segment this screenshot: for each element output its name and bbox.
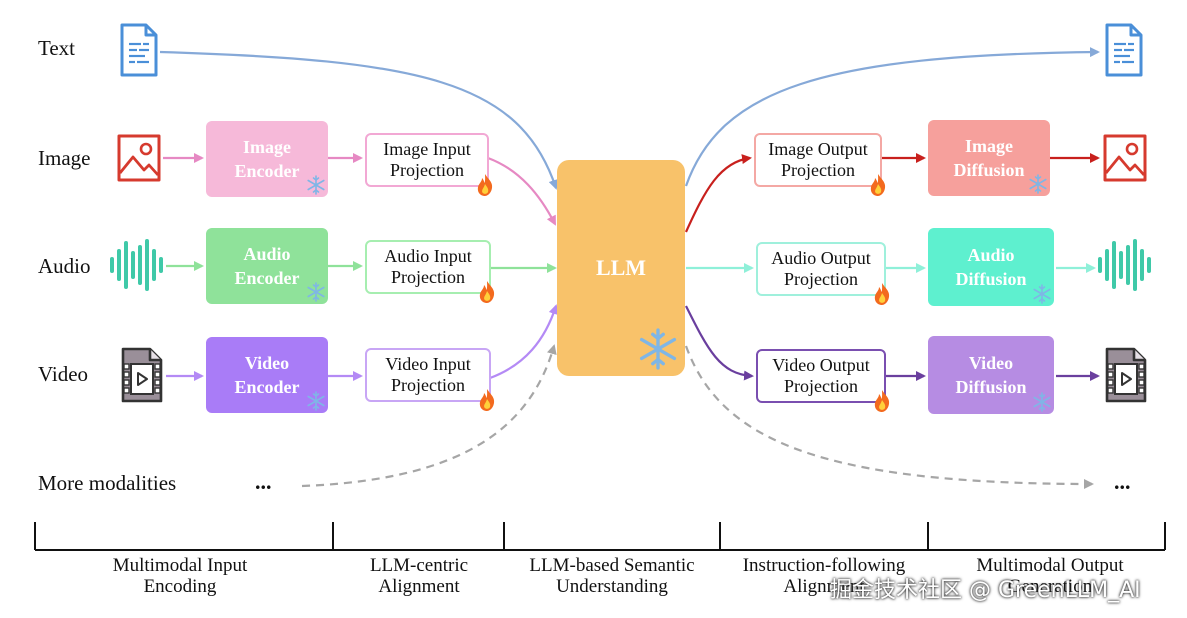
video-file-icon: [120, 346, 164, 404]
image-input-projection-label-line2: Projection: [390, 160, 464, 180]
more-input-ellipsis: ...: [255, 469, 272, 494]
flame-icon: [477, 280, 497, 304]
audio-input-projection-label-line2: Projection: [391, 267, 465, 287]
arrow-llm-to-video-output-projection: [685, 305, 754, 381]
video-output-projection-box: Video Output Projection: [756, 349, 886, 403]
stage-llm-based-semantic-understanding: LLM-based Semantic Understanding: [505, 555, 719, 597]
flame-icon: [477, 388, 497, 412]
arrow-text-to-llm: [159, 50, 559, 190]
row-label-audio: Audio: [38, 254, 91, 278]
flame-icon: [872, 389, 892, 413]
image-encoder-label-line2: Encoder: [234, 161, 300, 181]
arrow-image-projection-to-llm: [487, 156, 556, 226]
audio-output-projection-label-line1: Audio Output: [771, 248, 871, 268]
image-icon: [116, 132, 162, 184]
arrow-video-projection-to-llm: [489, 304, 559, 380]
snowflake-icon: [637, 328, 679, 370]
image-diffusion-label-line2: Diffusion: [953, 160, 1025, 180]
stage-label-line1: Instruction-following: [742, 555, 906, 576]
video-output-file-icon: [1104, 346, 1148, 404]
audio-input-projection-box: Audio Input Projection: [365, 240, 491, 294]
stage-label-line2: Generation: [1007, 576, 1093, 597]
image-diffusion-box: Image Diffusion: [928, 120, 1050, 196]
stage-label-line1: LLM-centric: [369, 555, 469, 576]
audio-output-projection-label-line2: Projection: [784, 269, 858, 289]
video-encoder-label-line1: Video: [244, 353, 290, 373]
image-encoder-label-line1: Image: [243, 137, 291, 157]
flame-icon: [475, 173, 495, 197]
stage-instruction-following-alignment: Instruction-following Alignment: [718, 555, 930, 597]
audio-input-projection-label-line1: Audio Input: [384, 246, 472, 266]
image-input-projection-box: Image Input Projection: [365, 133, 489, 187]
flame-icon: [868, 173, 888, 197]
row-label-video: Video: [38, 362, 89, 386]
llm-label: LLM: [595, 255, 647, 280]
arrow-llm-to-more-output: [684, 345, 1094, 489]
image-diffusion-label-line1: Image: [965, 136, 1013, 156]
video-input-projection-label-line2: Projection: [391, 375, 465, 395]
watermark: 掘金技术社区 @ GreenLLM_AI: [830, 578, 1141, 603]
snowflake-icon: [306, 175, 326, 195]
stage-label-line1: Multimodal Input: [112, 555, 248, 576]
stage-label-line2: Understanding: [556, 576, 668, 597]
flame-icon: [872, 282, 892, 306]
text-document-icon: [118, 22, 160, 78]
video-output-projection-label-line2: Projection: [784, 376, 858, 396]
stage-multimodal-output-generation: Multimodal Output Generation: [940, 555, 1160, 597]
video-encoder-label-line2: Encoder: [234, 377, 300, 397]
image-encoder-box: Image Encoder: [206, 121, 328, 197]
audio-diffusion-label-line2: Diffusion: [955, 269, 1027, 289]
snowflake-icon: [306, 282, 326, 302]
video-input-projection-label-line1: Video Input: [385, 354, 471, 374]
stage-label-line2: Alignment: [783, 576, 865, 597]
audio-encoder-box: Audio Encoder: [206, 228, 328, 304]
stage-label-line1: Multimodal Output: [976, 555, 1124, 576]
llm-box: LLM: [557, 160, 685, 376]
audio-diffusion-box: Audio Diffusion: [928, 228, 1054, 306]
row-label-text: Text: [38, 36, 76, 60]
audio-output-waveform-icon: [1096, 238, 1154, 292]
stage-label-line2: Encoding: [143, 576, 217, 597]
arrow-more-to-llm: [301, 344, 557, 488]
text-output-document-icon: [1103, 22, 1145, 78]
image-output-projection-label-line2: Projection: [781, 160, 855, 180]
snowflake-icon: [1028, 174, 1048, 194]
stage-llm-centric-alignment: LLM-centric Alignment: [334, 555, 504, 597]
stage-multimodal-input-encoding: Multimodal Input Encoding: [60, 555, 300, 597]
snowflake-icon: [1032, 284, 1052, 304]
video-encoder-box: Video Encoder: [206, 337, 328, 413]
snowflake-icon: [1032, 392, 1052, 412]
stage-bracket: [34, 522, 1166, 551]
more-output-ellipsis: ...: [1114, 469, 1131, 494]
image-output-projection-label-line1: Image Output: [768, 139, 868, 159]
row-label-more-modalities: More modalities: [38, 471, 177, 495]
image-output-icon: [1102, 132, 1148, 184]
stage-label-line1: LLM-based Semantic: [529, 555, 695, 576]
video-input-projection-box: Video Input Projection: [365, 348, 491, 402]
stage-label-line2: Alignment: [378, 576, 460, 597]
video-diffusion-label-line1: Video: [968, 353, 1014, 373]
video-diffusion-box: Video Diffusion: [928, 336, 1054, 414]
arrow-llm-to-image-output-projection: [684, 154, 752, 233]
audio-diffusion-label-line1: Audio: [967, 245, 1015, 265]
audio-output-projection-box: Audio Output Projection: [756, 242, 886, 296]
video-diffusion-label-line2: Diffusion: [955, 377, 1027, 397]
audio-encoder-label-line1: Audio: [243, 244, 291, 264]
arrow-llm-to-text-output: [684, 47, 1100, 187]
image-input-projection-label-line1: Image Input: [383, 139, 471, 159]
image-output-projection-box: Image Output Projection: [754, 133, 882, 187]
row-label-image: Image: [38, 146, 91, 170]
video-output-projection-label-line1: Video Output: [772, 355, 870, 375]
audio-encoder-label-line2: Encoder: [234, 268, 300, 288]
audio-waveform-icon: [108, 238, 166, 292]
snowflake-icon: [306, 391, 326, 411]
